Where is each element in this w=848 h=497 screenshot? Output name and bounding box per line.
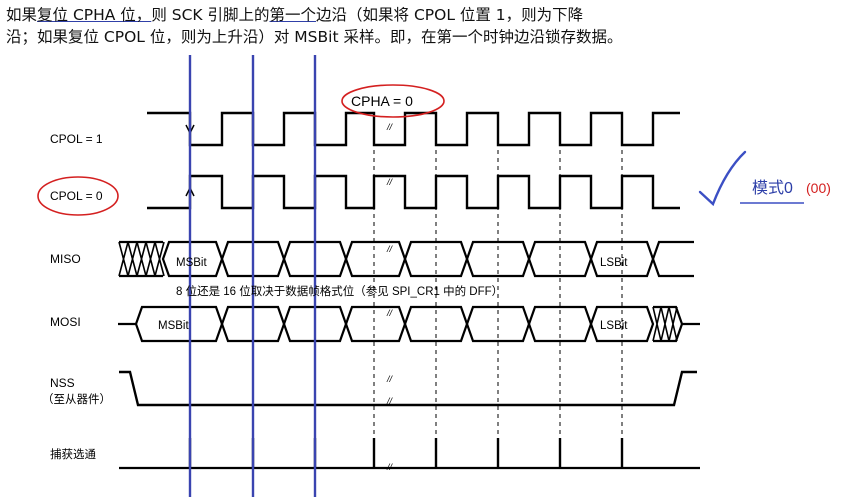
break-mark: //	[386, 177, 394, 187]
break-mark: //	[386, 374, 394, 384]
cpha-label: CPHA = 0	[351, 93, 413, 109]
break-mark: //	[386, 308, 394, 318]
nss-sublabel: （至从器件）	[42, 392, 111, 406]
frame-format-note: 8 位还是 16 位取决于数据帧格式位（参见 SPI_CR1 中的 DFF）	[176, 284, 503, 298]
cpol0-label: CPOL = 0	[50, 189, 103, 203]
break-marks: // // // // // // //	[386, 122, 394, 472]
miso-lsbit-label: LSBit	[600, 257, 628, 269]
cpol0-clock-wave	[147, 174, 680, 210]
miso-crosshatch	[118, 241, 129, 277]
mosi-lsbit-label: LSBit	[600, 320, 628, 332]
cpol1-label: CPOL = 1	[50, 132, 103, 146]
mosi-bit-cell	[344, 305, 407, 343]
intro-text: 如果	[6, 6, 38, 24]
check-mark-icon	[698, 150, 747, 207]
miso-bit-cell	[344, 240, 407, 278]
break-mark: //	[386, 244, 394, 254]
mosi-crosshatch	[652, 306, 662, 342]
intro-text: 则 SCK 引脚上的	[151, 6, 270, 24]
mosi-bit-cell	[589, 305, 655, 343]
intro-underlined-first: 第一个	[269, 6, 317, 24]
miso-crosshatch	[154, 241, 165, 277]
nss-wave	[119, 370, 697, 407]
mosi-msbit-label: MSBit	[158, 320, 189, 332]
miso-tail	[651, 240, 694, 278]
mosi-crosshatch	[660, 306, 670, 342]
mode-code: (00)	[806, 180, 831, 196]
nss-label: NSS	[50, 376, 75, 390]
mosi-label: MOSI	[50, 315, 81, 329]
cpol0-highlight-ellipse	[37, 176, 119, 216]
miso-crosshatch	[127, 241, 138, 277]
blue-marker-lines	[188, 55, 317, 497]
intro-line-1: 如果复位 CPHA 位，则 SCK 引脚上的第一个边沿（如果将 CPOL 位置 …	[6, 3, 583, 25]
mosi-crosshatch	[668, 306, 678, 342]
miso-crosshatch	[145, 241, 156, 277]
intro-line-2: 沿；如果复位 CPOL 位，则为上升沿）对 MSBit 采样。即，在第一个时钟边…	[6, 28, 623, 46]
miso-msbit-label: MSBit	[176, 257, 207, 269]
capture-strobe-label: 捕获选通	[50, 447, 96, 461]
intro-text: 边沿（如果将 CPOL 位置 1，则为下降	[316, 6, 584, 24]
miso-crosshatch	[136, 241, 147, 277]
break-mark: //	[386, 396, 394, 406]
break-mark: //	[386, 462, 394, 472]
mode-label: 模式0	[752, 179, 793, 197]
break-mark: //	[386, 122, 394, 132]
cpha-highlight-ellipse	[341, 84, 445, 118]
intro-underlined-cpha: 复位 CPHA 位，	[37, 6, 152, 24]
cpol1-clock-wave	[147, 111, 680, 147]
miso-label: MISO	[50, 252, 81, 266]
